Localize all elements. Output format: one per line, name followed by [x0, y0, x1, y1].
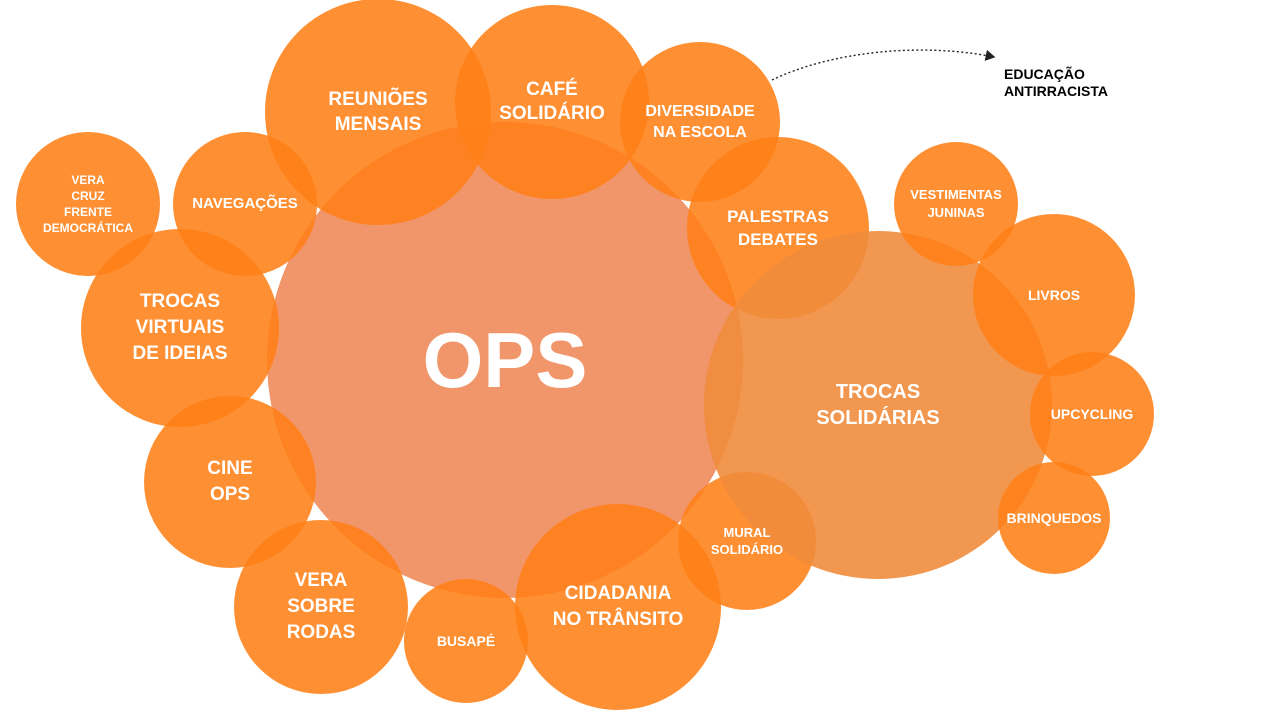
label-brinquedos: BRINQUEDOS — [1007, 509, 1102, 527]
label-line: UPCYCLING — [1050, 406, 1134, 422]
label-trocas-solidarias: TROCAS SOLIDÁRIAS — [816, 379, 939, 431]
label-cidadania-no-transito: CIDADANIA NO TRÂNSITO — [553, 581, 684, 633]
label-line: NA ESCOLA — [653, 124, 747, 141]
label-line: BRINQUEDOS — [1006, 510, 1102, 526]
label-vestimentas-juninas: VESTIMENTAS JUNINAS — [910, 186, 1002, 222]
label-diversidade-na-escola: DIVERSIDADE NA ESCOLA — [645, 101, 754, 143]
label-line: SOLIDÁRIO — [710, 542, 784, 557]
label-line: BUSAPÉ — [436, 633, 496, 649]
label-line: DIVERSIDADE — [645, 103, 755, 120]
label-cine-ops: CINE OPS — [207, 456, 252, 508]
bubble-upcycling — [1030, 352, 1154, 476]
label-line: SOLIDÁRIO — [499, 103, 605, 124]
label-line: TROCAS — [139, 291, 221, 312]
label-line: CIDADANIA — [564, 583, 672, 604]
educacao-antirracista-line: ANTIRRACISTA — [1004, 83, 1108, 99]
label-line: SOBRE — [287, 596, 355, 617]
label-line: TROCAS — [835, 381, 921, 403]
label-line: SOLIDÁRIAS — [816, 407, 940, 429]
label-line: RODAS — [286, 622, 356, 643]
label-trocas-virtuais-de-ideias: TROCAS VIRTUAIS DE IDEIAS — [132, 289, 227, 367]
label-line: MENSAIS — [334, 114, 422, 135]
label-palestras-debates: PALESTRAS DEBATES — [727, 205, 829, 251]
educacao-antirracista-label: EDUCAÇÃO ANTIRRACISTA — [1004, 66, 1108, 100]
label-line: NO TRÂNSITO — [552, 609, 684, 630]
label-line: VERA — [294, 570, 348, 591]
label-livros: LIVROS — [1028, 286, 1080, 304]
label-line: PALESTRAS — [727, 207, 829, 226]
label-cafe-solidario: CAFÉ SOLIDÁRIO — [499, 78, 605, 126]
label-line: DE IDEIAS — [132, 343, 228, 364]
label-line: CRUZ — [71, 189, 105, 203]
label-line: DEMOCRÁTICA — [43, 221, 133, 235]
label-line: DEBATES — [738, 230, 818, 249]
bubble-trocas-virtuais-de-ideias — [81, 229, 279, 427]
label-line: NAVEGAÇÕES — [192, 195, 298, 212]
bubble-livros — [973, 214, 1135, 376]
label-line: LIVROS — [1027, 287, 1081, 303]
educacao-antirracista-line: EDUCAÇÃO — [1004, 66, 1085, 82]
label-line: REUNIÕES — [328, 89, 428, 110]
bubble-brinquedos — [998, 462, 1110, 574]
label-upcycling: UPCYCLING — [1051, 405, 1133, 423]
label-line: CAFÉ — [526, 79, 578, 100]
label-reunioes-mensais: REUNIÕES MENSAIS — [328, 87, 427, 137]
label-navegacoes: NAVEGAÇÕES — [192, 194, 298, 214]
label-line: VESTIMENTAS — [910, 187, 1002, 202]
label-vera-cruz-frente-democratica: VERA CRUZ FRENTE DEMOCRÁTICA — [43, 172, 133, 236]
label-mural-solidario: MURAL SOLIDÁRIO — [711, 524, 783, 558]
label-line: JUNINAS — [927, 205, 985, 220]
label-line: MURAL — [723, 525, 771, 540]
bubble-busape — [404, 579, 528, 703]
bubble-cafe-solidario — [455, 5, 649, 199]
label-line: VIRTUAIS — [135, 317, 225, 338]
label-busape: BUSAPÉ — [437, 632, 495, 650]
label-center-ops: OPS — [422, 316, 588, 404]
label-line: OPS — [209, 484, 251, 505]
label-line: FRENTE — [64, 205, 112, 219]
bubble-vera-sobre-rodas — [234, 520, 408, 694]
label-vera-sobre-rodas: VERA SOBRE RODAS — [287, 568, 356, 646]
label-line: CINE — [207, 458, 253, 479]
label-line: VERA — [71, 173, 105, 187]
